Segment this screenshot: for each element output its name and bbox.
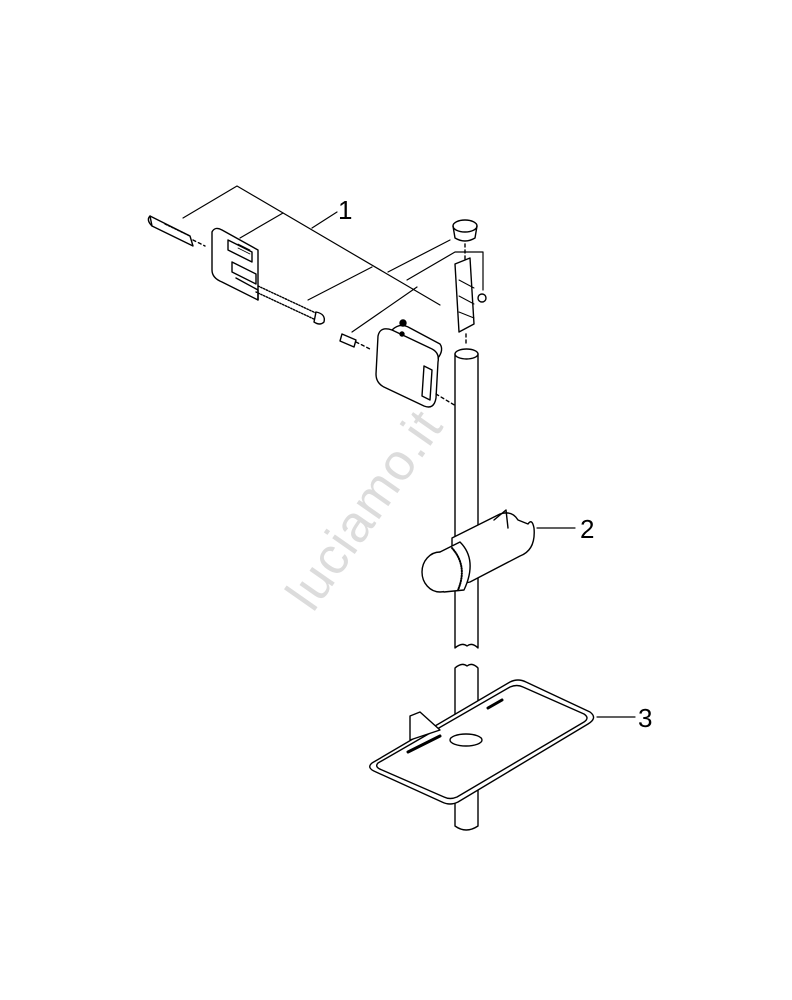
callout-2: 2 — [580, 514, 595, 544]
top-end-cap — [452, 219, 478, 261]
rail-clip — [454, 257, 487, 347]
callout-leaders — [536, 527, 636, 718]
callout-3: 3 — [638, 703, 653, 733]
cover-cap — [375, 319, 457, 408]
wall-plug — [147, 215, 206, 247]
screw-short — [339, 333, 373, 351]
soap-tray — [369, 679, 595, 805]
wall-bracket — [211, 227, 259, 301]
callout-1: 1 — [338, 195, 353, 225]
screw-long — [255, 285, 326, 325]
callout-1-leaders — [182, 185, 484, 333]
hand-shower-holder — [421, 509, 535, 593]
